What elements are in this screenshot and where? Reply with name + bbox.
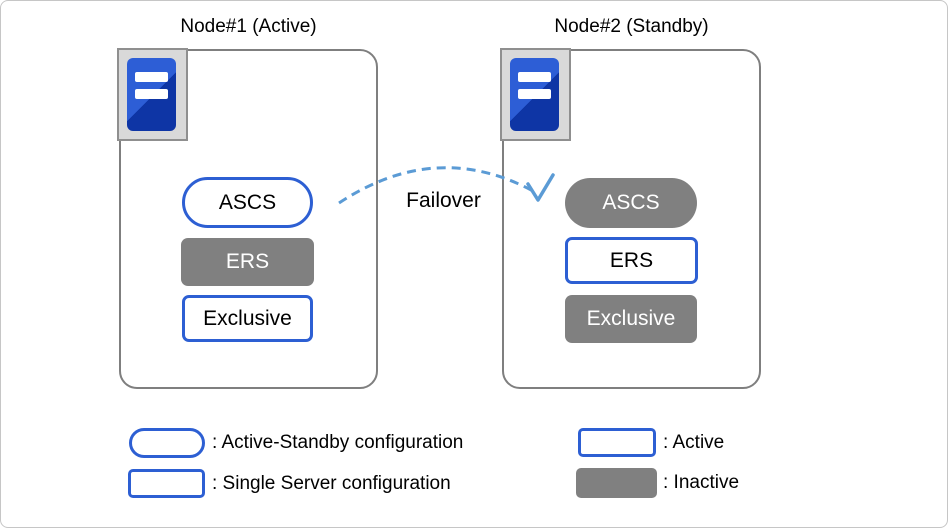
legend-label-single-server: : Single Server configuration [212, 472, 451, 494]
node2-ascs-box: ASCS [565, 178, 697, 228]
legend-rect-outline-swatch [128, 469, 205, 498]
server-bar [135, 89, 168, 99]
server-icon [500, 48, 571, 141]
legend-label-active-standby: : Active-Standby configuration [212, 432, 464, 453]
node2-exclusive-box: Exclusive [565, 295, 697, 343]
node2-ers-box: ERS [565, 237, 698, 284]
legend-label-active: : Active [663, 431, 725, 453]
node1-title: Node#1 (Active) [180, 16, 317, 37]
server-icon [117, 48, 188, 141]
node1-ascs-box: ASCS [182, 177, 313, 228]
failover-label: Failover [406, 189, 481, 212]
legend-label-inactive: : Inactive [663, 472, 740, 493]
server-bar [518, 72, 551, 82]
server-bar [518, 89, 551, 99]
server-tower-shape [127, 58, 176, 131]
legend-pill-outline-swatch [129, 428, 205, 458]
server-bar [135, 72, 168, 82]
legend-active-swatch [578, 428, 656, 457]
node1-exclusive-box: Exclusive [182, 295, 313, 342]
server-tower-shape [510, 58, 559, 131]
node1-ers-box: ERS [181, 238, 314, 286]
node2-title: Node#2 (Standby) [554, 16, 709, 37]
legend-inactive-swatch [576, 468, 657, 498]
